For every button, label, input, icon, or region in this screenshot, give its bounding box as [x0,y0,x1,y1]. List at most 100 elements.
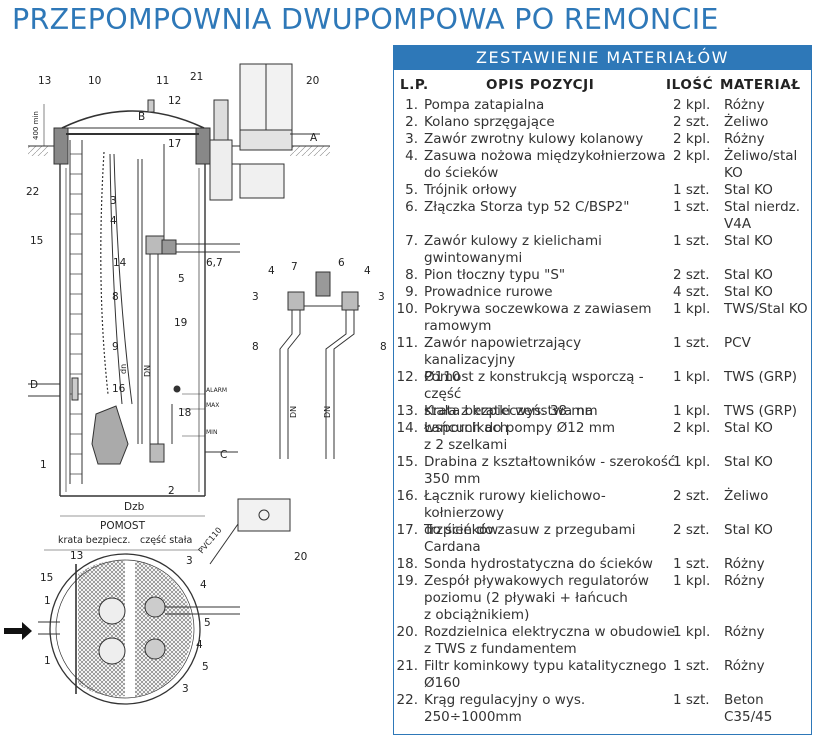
row-material: Różny [724,573,814,590]
row-material-line: Żeliwo/stal [724,148,798,164]
label-A: A [310,132,318,144]
row-quantity: 2 szt. [673,267,710,283]
row-quantity: 2 kpl. [673,97,711,113]
row-lp: 4. [405,148,418,164]
row-description-line: Zespół pływakowych regulatorów [424,573,649,589]
row-description-line: Łącznik rurowy kielichowo-kołnierzowy [424,488,606,521]
row-lp: 5. [405,182,418,198]
row-description: Złączka Storza typ 52 C/BSP2" [424,199,676,216]
label-67: 6,7 [206,257,223,269]
table-row: 8.Pion tłoczny typu "S"2 szt.Stal KO [394,267,811,284]
row-quantity: 1 szt. [673,556,710,572]
row-material-line: Beton [724,692,764,708]
plan-label-5-top: 5 [204,617,211,629]
row-material: Żeliwo [724,114,814,131]
row-material: Różny [724,556,814,573]
plan-label-5-bottom: 5 [202,661,209,673]
row-material: Różny [724,97,814,114]
row-material-line: Różny [724,573,765,589]
row-quantity: 1 szt. [673,199,710,215]
label-1: 1 [40,459,47,471]
row-description: Krata bezpieczeństwa na wspornikach [424,403,676,437]
plan-label-15: 15 [40,572,53,584]
row-quantity: 1 szt. [673,182,710,198]
row-lp: 19. [396,573,418,589]
row-description-line: poziomu (2 pływaki + łańcuch [424,590,628,606]
label-dn-small: dn [119,364,128,374]
page-title: PRZEPOMPOWNIA DWUPOMPOWA PO REMONCIE [12,3,719,36]
row-description-line: Prowadnice rurowe [424,284,553,300]
label-10: 10 [88,75,101,87]
plan-label-pomost: POMOST [100,520,146,532]
row-lp: 7. [405,233,418,249]
label-2: 2 [168,485,175,497]
row-description-line: 350 mm [424,471,481,487]
row-description: Sonda hydrostatyczna do ścieków [424,556,676,573]
label-400-min: 400 min [32,111,40,140]
row-quantity: 2 kpl. [673,148,711,164]
row-quantity: 1 szt. [673,658,710,674]
row-material: Różny [724,131,814,148]
label-9: 9 [112,341,119,353]
row-material-line: Stal KO [724,182,773,198]
row-material: Różny [724,624,814,641]
row-material: Żeliwo [724,488,814,505]
row-description-line: z TWS z fundamentem [424,641,577,657]
row-description-line: Zawór napowietrzający kanalizacyjny [424,335,582,368]
row-description-line: Zawór zwrotny kulowy kolanowy [424,131,644,147]
row-lp: 15. [396,454,418,470]
row-description-line: Złączka Storza typ 52 C/BSP2" [424,199,630,215]
row-description-line: stała z kratki wys. 38 mm [424,403,598,419]
row-material-line: Stal KO [724,284,773,300]
row-quantity: 2 kpl. [673,131,711,147]
row-quantity: 1 kpl. [673,301,711,317]
row-description-line: Pomost z konstrukcją wsporczą - część [424,369,644,402]
row-description-line: Rozdzielnica elektryczna w obudowie [424,624,676,640]
plan-label-krata: krata bezpiecz. [58,535,130,546]
label-alarm: ALARM [206,387,227,394]
label-22: 22 [26,186,39,198]
row-quantity: 1 kpl. [673,454,711,470]
row-material-line: Różny [724,556,765,572]
row-material-line: Stal KO [724,267,773,283]
col-head-mat: MATERIAŁ [720,77,801,93]
row-description: Krąg regulacyjny o wys. 250÷1000mm [424,692,676,726]
row-description-line: Zawór kulowy z kielichami [424,233,602,249]
row-material: Stal KO [724,284,814,301]
col-head-desc: OPIS POZYCJI [486,77,595,93]
plan-label-1-bottom: 1 [44,655,51,667]
plan-label-3-top: 3 [186,555,193,567]
col-head-qty: ILOŚĆ [666,77,714,93]
label-D: D [30,379,38,391]
row-material-line: Różny [724,131,765,147]
materials-heading: ZESTAWIENIE MATERIAŁÓW [394,46,811,70]
row-quantity: 1 kpl. [673,624,711,640]
label-13: 13 [38,75,51,87]
row-lp: 10. [396,301,418,317]
mini-label-6: 6 [338,257,345,269]
plan-label-13: 13 [70,550,83,562]
mini-label-4-right: 4 [364,265,371,277]
label-8: 8 [112,291,119,303]
row-material-line: Żeliwo [724,114,769,130]
row-quantity: 1 kpl. [673,403,711,419]
row-quantity: 1 szt. [673,233,710,249]
label-15: 15 [30,235,43,247]
mini-label-dn-left: DN [289,406,298,418]
row-material: TWS (GRP) [724,403,814,420]
row-description: Zawór zwrotny kulowy kolanowy [424,131,676,148]
row-description-line: Drabina z kształtowników - szerokość [424,454,676,470]
